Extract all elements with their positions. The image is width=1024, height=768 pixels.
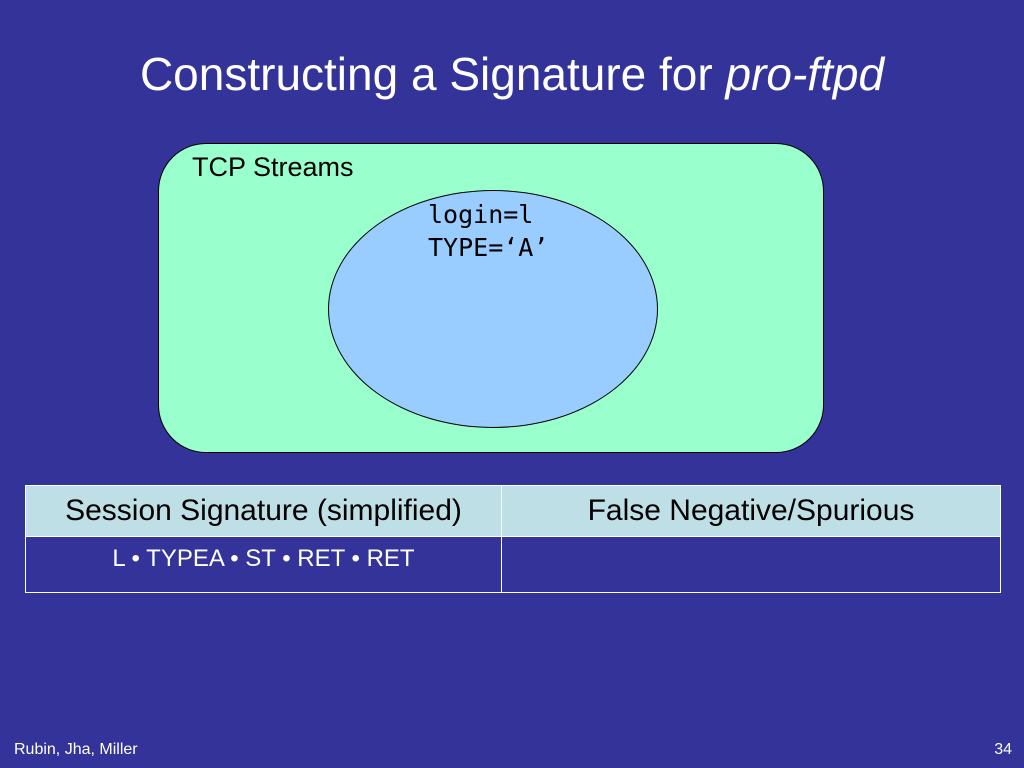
ellipse-line-type: TYPE=‘A’: [428, 233, 549, 262]
slide-title-prefix: Constructing a Signature for: [139, 48, 726, 100]
footer-page-number: 34: [994, 741, 1012, 758]
header-false-negative: False Negative/Spurious: [501, 485, 1001, 537]
cell-signature: L • TYPEA • ST • RET • RET: [25, 536, 502, 593]
session-ellipse: [328, 190, 658, 428]
signature-table: Session Signature (simplified) False Neg…: [25, 485, 1001, 593]
ellipse-text: login=l TYPE=‘A’: [428, 198, 548, 264]
header-session-signature: Session Signature (simplified): [25, 485, 502, 537]
tcp-streams-label: TCP Streams: [192, 152, 354, 182]
slide-title: Constructing a Signature for pro-ftpd: [0, 44, 1024, 104]
slide-title-emphasis: pro-ftpd: [725, 48, 885, 100]
table-row: L • TYPEA • ST • RET • RET: [25, 536, 1001, 593]
footer-authors: Rubin, Jha, Miller: [14, 741, 138, 758]
table-header-row: Session Signature (simplified) False Neg…: [25, 485, 1001, 537]
ellipse-line-login: login=l: [428, 200, 534, 229]
cell-false-negative: [501, 536, 1001, 593]
